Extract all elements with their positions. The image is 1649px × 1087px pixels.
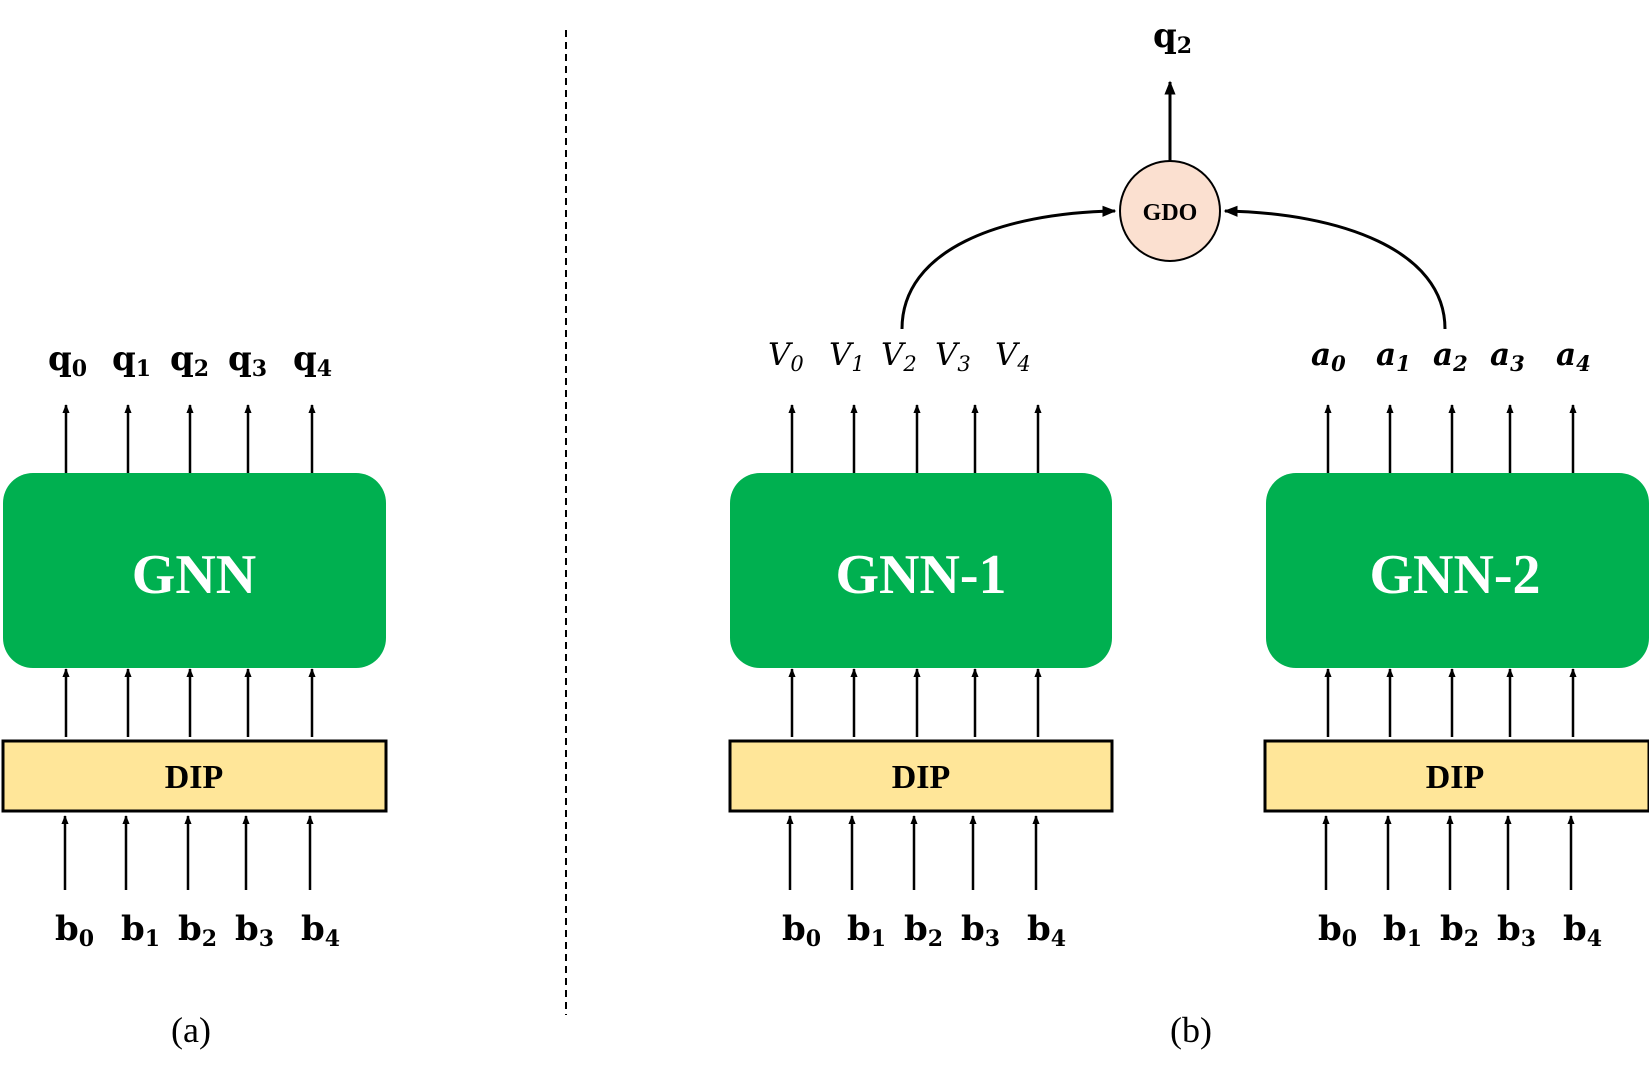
branch-2-output-arrows: [1324, 404, 1577, 473]
gnn-2-block-label: GNN-2: [1369, 544, 1540, 606]
input-label: b3: [235, 909, 274, 952]
gdo-node: [1119, 160, 1221, 262]
panel-a-input-labels: b0 b1 b2 b3 b4: [55, 909, 340, 952]
dip-1-block: [728, 739, 1114, 813]
panel-a-output-arrows: [62, 404, 316, 473]
branch-1-output-labels: V0 V1 V2 V3 V4: [768, 337, 1031, 376]
output-label: V2: [881, 337, 917, 376]
gnn-1-block-label: GNN-1: [835, 544, 1006, 606]
gnn-block-label: GNN: [132, 544, 256, 606]
panel-a-mid-arrows: [62, 668, 316, 737]
output-label: a1: [1376, 337, 1411, 376]
input-label: b0: [55, 909, 94, 952]
branch-2: a0 a1 a2 a3 a4 GNN-2: [1263, 337, 1649, 952]
gnn-2-block: [1266, 473, 1649, 668]
gnn-1-block: [730, 473, 1112, 668]
a2-to-gdo-connector: [1223, 205, 1447, 330]
input-label: b3: [961, 909, 1000, 952]
panel-a-caption: (a): [171, 1010, 211, 1050]
input-label: b2: [178, 909, 217, 952]
branch-2-input-arrows: [1322, 815, 1575, 890]
dip-block-label: DIP: [165, 759, 224, 796]
dip-1-block-label: DIP: [892, 759, 951, 796]
output-label: V0: [768, 337, 804, 376]
branch-1-input-labels: b0 b1 b2 b3 b4: [782, 909, 1066, 952]
panel-a-output-labels: q0 q1 q2 q3 q4: [48, 339, 332, 382]
input-label: b4: [1563, 909, 1602, 952]
panel-b: q2 GDO V0 V1 V2 V3 V4 GNN-1: [728, 16, 1649, 1050]
branch-2-input-labels: b0 b1 b2 b3 b4: [1318, 909, 1602, 952]
panel-b-caption: (b): [1170, 1010, 1212, 1050]
input-label: b1: [847, 909, 886, 952]
output-label: q0: [48, 339, 87, 382]
output-label: a4: [1556, 337, 1591, 376]
branch-2-mid-arrows: [1324, 668, 1577, 737]
input-label: b3: [1497, 909, 1536, 952]
output-label: q4: [293, 339, 332, 382]
input-label: b0: [782, 909, 821, 952]
dip-block: [1, 739, 388, 813]
input-label: b0: [1318, 909, 1357, 952]
branch-1: V0 V1 V2 V3 V4 GNN-1: [728, 337, 1114, 952]
input-label: b2: [1440, 909, 1479, 952]
input-label: b2: [904, 909, 943, 952]
input-label: b1: [1383, 909, 1422, 952]
branch-1-output-arrows: [788, 404, 1042, 473]
branch-1-mid-arrows: [788, 668, 1042, 737]
branch-1-input-arrows: [786, 815, 1040, 890]
panel-a: q0 q1 q2 q3 q4 GNN DIP: [1, 339, 388, 1050]
gnn-block: [3, 473, 386, 668]
dip-2-block-label: DIP: [1426, 759, 1485, 796]
output-label: q2: [170, 339, 209, 382]
input-label: b4: [301, 909, 340, 952]
output-label: V3: [935, 337, 971, 376]
dip-2-block: [1263, 739, 1649, 813]
panel-a-input-arrows: [61, 815, 314, 890]
input-label: b4: [1027, 909, 1066, 952]
output-label: a3: [1490, 337, 1525, 376]
output-label: a0: [1311, 337, 1346, 376]
output-label: V1: [829, 337, 865, 376]
input-label: b1: [121, 909, 160, 952]
output-label: q1: [112, 339, 151, 382]
final-output-label: q2: [1153, 16, 1192, 59]
output-label: q3: [228, 339, 267, 382]
output-label: a2: [1433, 337, 1468, 376]
v2-to-gdo-connector: [900, 205, 1117, 330]
gdo-node-label: GDO: [1143, 200, 1198, 226]
output-label: V4: [995, 337, 1031, 376]
branch-2-output-labels: a0 a1 a2 a3 a4: [1311, 337, 1591, 376]
